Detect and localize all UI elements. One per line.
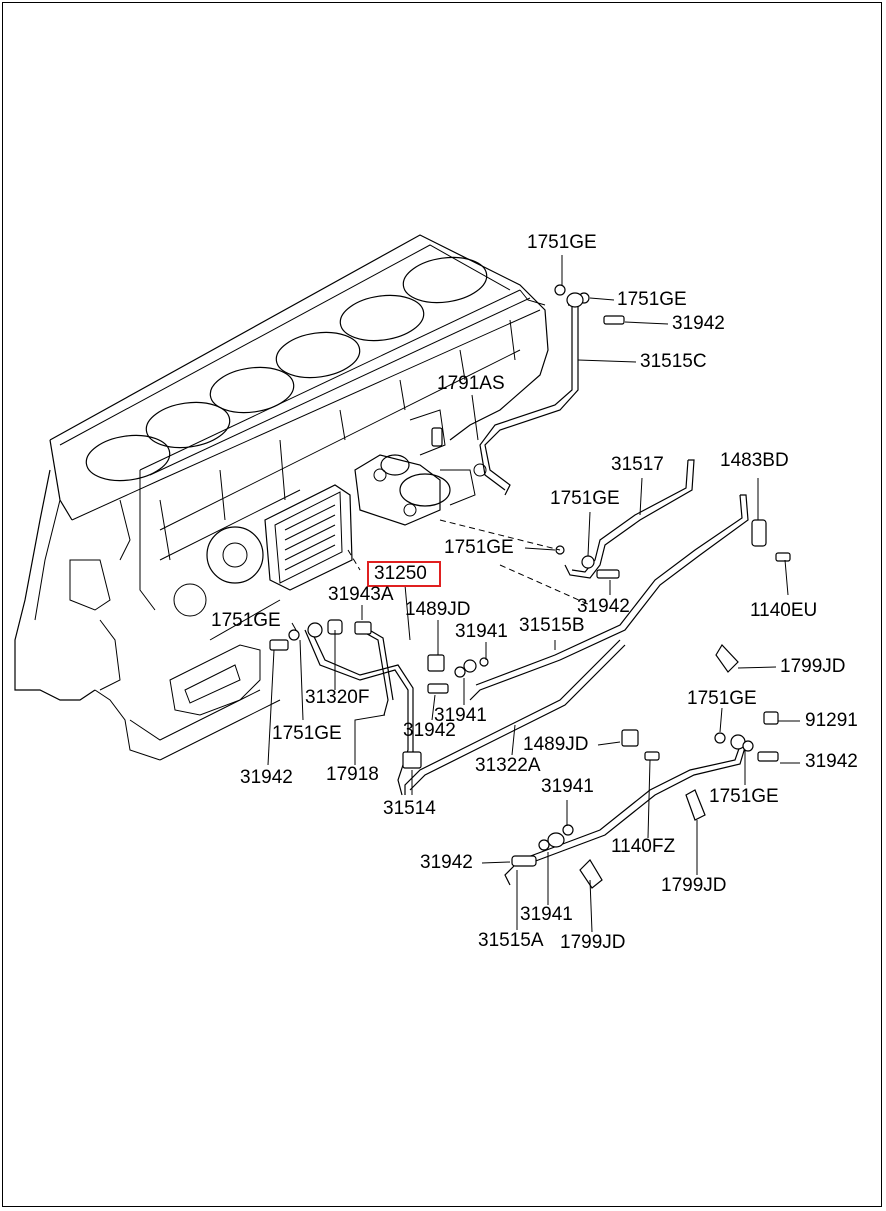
callout-1751GE[interactable]: 1751GE (444, 537, 514, 558)
callout-31322A[interactable]: 31322A (475, 755, 541, 776)
callout-31942[interactable]: 31942 (805, 751, 858, 772)
leader-lines (267, 255, 800, 933)
callout-31517[interactable]: 31517 (611, 454, 664, 475)
callout-31942[interactable]: 31942 (403, 720, 456, 741)
callout-1791AS[interactable]: 1791AS (437, 373, 505, 394)
callout-1799JD[interactable]: 1799JD (661, 875, 727, 896)
callout-31515C[interactable]: 31515C (640, 351, 707, 372)
callout-1483BD[interactable]: 1483BD (720, 450, 789, 471)
callout-1489JD[interactable]: 1489JD (523, 734, 589, 755)
callout-1140EU[interactable]: 1140EU (750, 600, 818, 621)
callout-1751GE[interactable]: 1751GE (617, 289, 687, 310)
callout-31942[interactable]: 31942 (672, 313, 725, 334)
callout-31941[interactable]: 31941 (455, 621, 508, 642)
callout-1799JD[interactable]: 1799JD (780, 656, 846, 677)
callout-1751GE[interactable]: 1751GE (687, 688, 757, 709)
callout-1751GE[interactable]: 1751GE (527, 232, 597, 253)
callout-31942[interactable]: 31942 (420, 852, 473, 873)
callout-31941[interactable]: 31941 (520, 904, 573, 925)
callout-1751GE[interactable]: 1751GE (550, 488, 620, 509)
callout-31942[interactable]: 31942 (240, 767, 293, 788)
callout-1751GE[interactable]: 1751GE (709, 786, 779, 807)
callout-31250[interactable]: 31250 (374, 563, 427, 584)
callout-1799JD[interactable]: 1799JD (560, 932, 626, 953)
callout-17918[interactable]: 17918 (326, 764, 379, 785)
callout-31941[interactable]: 31941 (434, 705, 487, 726)
pipes (304, 304, 749, 886)
callout-1489JD[interactable]: 1489JD (405, 599, 471, 620)
callout-31942[interactable]: 31942 (577, 596, 630, 617)
callout-1140FZ[interactable]: 1140FZ (611, 836, 676, 857)
small-parts (269, 284, 791, 889)
callout-1751GE[interactable]: 1751GE (272, 723, 342, 744)
callout-31320F[interactable]: 31320F (305, 687, 370, 708)
callout-1751GE[interactable]: 1751GE (211, 610, 281, 631)
callout-31941[interactable]: 31941 (541, 776, 594, 797)
callout-91291[interactable]: 91291 (805, 710, 858, 731)
engine-block (14, 234, 549, 761)
callout-31514[interactable]: 31514 (383, 798, 436, 819)
callout-31515A[interactable]: 31515A (478, 930, 544, 951)
callout-31515B[interactable]: 31515B (519, 615, 585, 636)
callout-31943A[interactable]: 31943A (328, 584, 394, 605)
